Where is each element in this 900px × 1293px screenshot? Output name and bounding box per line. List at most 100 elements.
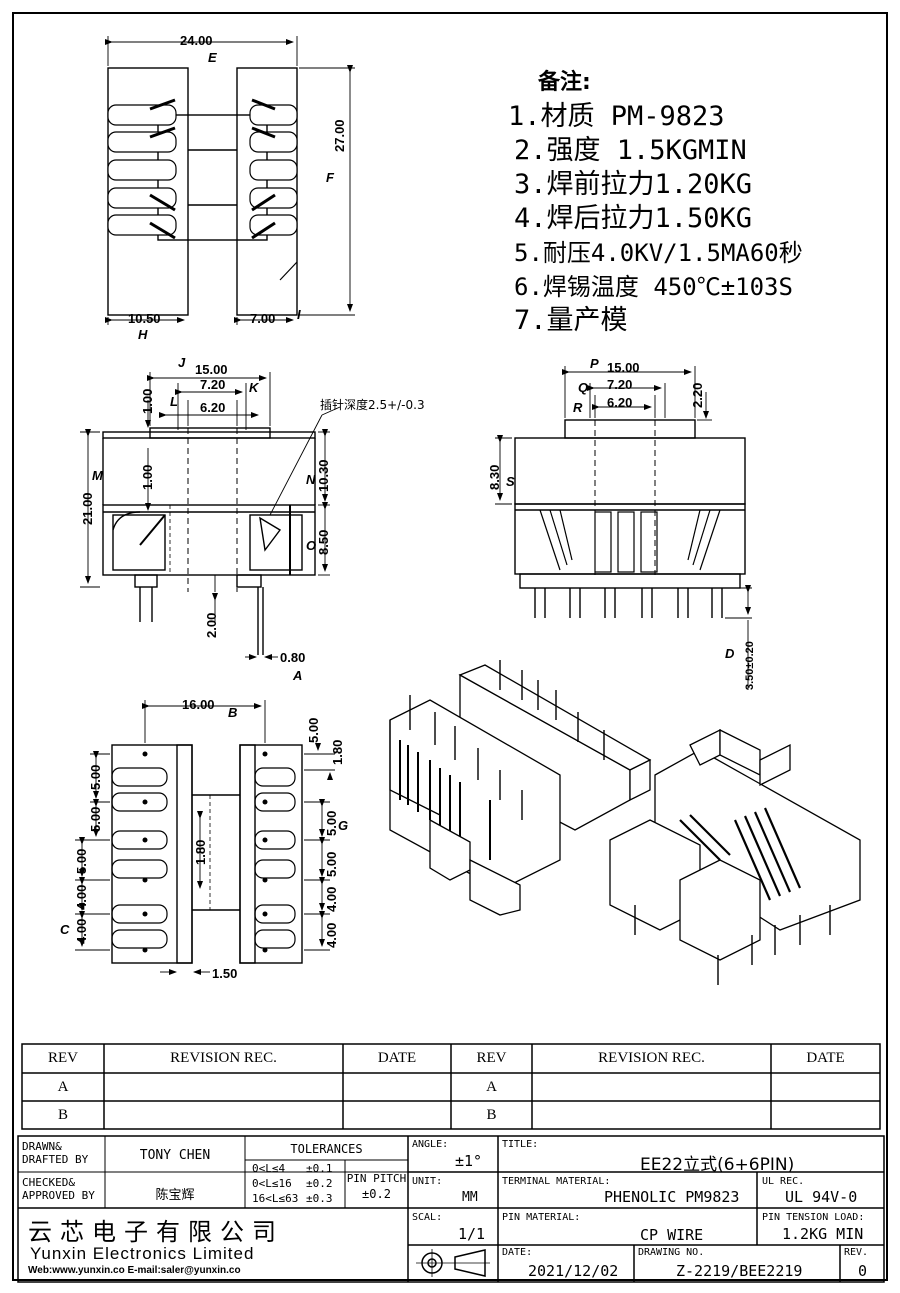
drawn-label: DRAWN& DRAFTED BY (22, 1140, 89, 1166)
dim-front-a: 15.00 (195, 362, 228, 377)
angle-value: ±1° (455, 1152, 483, 1170)
dim-bottom-r5: 4.00 (74, 918, 89, 944)
note-line-5: 5.耐压4.0KV/1.5MA60秒 (514, 239, 803, 267)
company-en: Yunxin Electronics Limited (30, 1244, 255, 1263)
dim-front-b: 7.20 (200, 377, 226, 392)
label-top-height: F (326, 170, 334, 185)
revision-table-lines (21, 1043, 881, 1130)
dim-front-g: 10.30 (316, 459, 331, 492)
iso-view-bottom (609, 728, 861, 985)
pin-pitch-label: PIN PITCH (346, 1172, 407, 1185)
tension-label: PIN TENSION LOAD: (762, 1212, 865, 1223)
label-bottom-a: B (228, 705, 238, 720)
label-front-b: K (249, 380, 259, 395)
title-block-lines (17, 1135, 885, 1283)
label-front-g: N (306, 472, 316, 487)
revrec-header-2: REVISION REC. (598, 1050, 705, 1066)
company-cn: 云芯电子有限公司 (28, 1218, 284, 1246)
sheet-frame (12, 12, 888, 1281)
company-web: Web:www.yunxin.co E-mail:saler@yunxin.co (28, 1265, 241, 1276)
terminal-value: PHENOLIC PM9823 (604, 1188, 740, 1206)
title-value: EE22立式(6+6PIN) (640, 1155, 795, 1175)
dim-bottom-r4: 4.00 (74, 884, 89, 910)
date-header-1: DATE (377, 1050, 417, 1066)
notes-header: 备注: (538, 70, 591, 95)
dim-side-d: 2.20 (690, 382, 705, 408)
dim-bottom-i: 1.80 (193, 839, 208, 865)
rev-row-a-1: A (57, 1079, 69, 1095)
revrec-header-1: REVISION REC. (170, 1050, 277, 1066)
dim-top-left: 10.50 (128, 311, 161, 326)
drawing-no-label: DRAWING NO. (638, 1247, 705, 1258)
dim-front-h: 8.50 (316, 529, 331, 555)
label-side-c: R (573, 400, 583, 415)
dim-bottom-c: 1.80 (330, 739, 345, 765)
label-side-b: Q (578, 380, 589, 395)
label-bottom-left: C (60, 922, 70, 937)
rev-value: 0 (858, 1262, 868, 1280)
tol-row-2-value: ±0.2 (306, 1177, 333, 1190)
date-label: DATE: (502, 1247, 533, 1258)
dim-front-e: 1.00 (140, 464, 155, 490)
label-top-width: E (208, 50, 217, 65)
dim-front-c: 6.20 (200, 400, 226, 415)
checked-value: 陈宝辉 (155, 1188, 195, 1203)
label-front-j: A (293, 668, 303, 683)
label-side-e: S (506, 474, 515, 489)
dim-bottom-g: 4.00 (324, 922, 339, 948)
iso-view-top (389, 660, 652, 916)
rev-row-a-2: A (486, 1079, 497, 1095)
notes-block: 备注: 1.材质 PM-9823 2.强度 1.5KGMIN 3.焊前拉力1.2… (508, 64, 888, 338)
label-top-right: I (297, 307, 301, 322)
bottom-view (75, 700, 335, 975)
label-side-a: P (590, 356, 599, 371)
angle-label: ANGLE: (412, 1139, 449, 1150)
dim-front-i: 2.00 (204, 612, 219, 638)
date-header-2: DATE (806, 1050, 845, 1066)
pin-pitch-value: ±0.2 (362, 1187, 391, 1201)
tol-row-3-range: 16<L≤63 (252, 1192, 299, 1205)
unit-value: MM (462, 1190, 478, 1205)
dim-bottom-b: 5.00 (306, 717, 321, 743)
tolerances-label: TOLERANCES (290, 1142, 363, 1156)
dim-bottom-r2: 5.00 (88, 806, 103, 832)
rev-row-b-1: B (57, 1107, 68, 1123)
drawing-no-value: Z-2219/BEE2219 (676, 1262, 803, 1280)
label-front-f: M (92, 468, 103, 483)
top-view (105, 36, 355, 325)
rev-label: REV. (844, 1247, 869, 1258)
note-line-6: 6.焊锡温度 450℃±103S (514, 273, 793, 301)
pin-material-value: CP WIRE (640, 1226, 704, 1244)
dim-bottom-a: 16.00 (182, 697, 215, 712)
dim-bottom-r3: 5.00 (74, 848, 89, 874)
dim-side-c: 6.20 (607, 395, 633, 410)
pin-material-label: PIN MATERIAL: (502, 1212, 581, 1223)
dim-side-e: 8.30 (487, 464, 502, 490)
dim-bottom-e: 5.00 (324, 851, 339, 877)
ul-label: UL REC. (762, 1176, 805, 1187)
note-line-3: 3.焊前拉力1.20KG (514, 169, 753, 200)
dim-bottom-f: 4.00 (324, 886, 339, 912)
dim-top-width: 24.00 (180, 33, 213, 48)
label-front-c: L (170, 394, 178, 409)
dim-side-a: 15.00 (607, 360, 640, 375)
note-line-4: 4.焊后拉力1.50KG (514, 203, 753, 234)
title-label: TITLE: (502, 1139, 539, 1150)
unit-label: UNIT: (412, 1176, 443, 1187)
dim-bottom-r1: 5.00 (88, 764, 103, 790)
rev-row-b-2: B (486, 1107, 497, 1123)
tol-row-1-value: ±0.1 (306, 1162, 333, 1175)
pin-depth-note: 插针深度2.5+/-0.3 (320, 398, 425, 412)
note-line-1: 1.材质 PM-9823 (508, 101, 725, 132)
note-line-2: 2.强度 1.5KGMIN (514, 135, 747, 166)
dim-side-f: 3.50±0.20 (744, 641, 756, 690)
tol-row-3-value: ±0.3 (306, 1192, 333, 1205)
dim-side-b: 7.20 (607, 377, 633, 392)
dim-front-f: 21.00 (80, 492, 95, 525)
dim-top-height: 27.00 (332, 119, 347, 152)
dim-top-right: 7.00 (250, 311, 276, 326)
front-view (80, 372, 341, 660)
scal-value: 1/1 (458, 1225, 486, 1243)
